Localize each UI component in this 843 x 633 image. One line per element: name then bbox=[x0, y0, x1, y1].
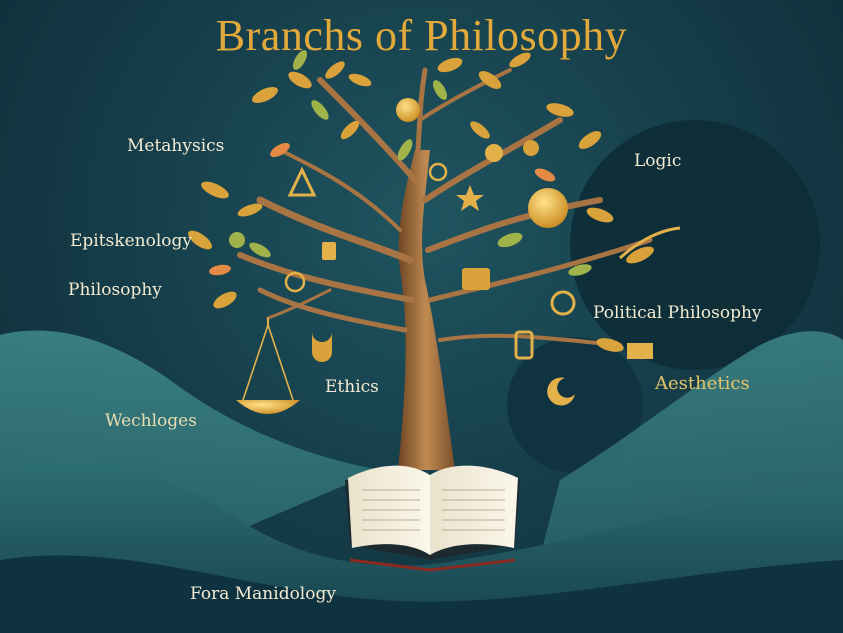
label-logic: Logic bbox=[634, 151, 682, 171]
ring-icon bbox=[428, 162, 448, 182]
compass-icon bbox=[284, 271, 306, 293]
label-philosophy: Philosophy bbox=[68, 280, 162, 300]
tree-trunk bbox=[398, 150, 455, 470]
bell-icon bbox=[312, 332, 332, 362]
pyramid-icon bbox=[287, 166, 317, 197]
crescent-moon-icon bbox=[547, 377, 575, 406]
open-book-icon bbox=[345, 465, 520, 572]
tree-ornaments bbox=[229, 98, 681, 406]
balance-scale-icon bbox=[236, 318, 300, 414]
lantern-icon bbox=[322, 242, 336, 260]
small-orb-icon bbox=[229, 232, 245, 248]
label-aesthetics: Aesthetics bbox=[655, 373, 750, 394]
label-ethics: Ethics bbox=[325, 377, 379, 397]
label-metaphysics: Metahysics bbox=[127, 136, 225, 156]
flower-icon bbox=[485, 144, 503, 162]
label-political-philosophy: Political Philosophy bbox=[593, 303, 762, 323]
dark-circle-lower bbox=[507, 337, 643, 473]
label-wechloges: Wechloges bbox=[105, 411, 197, 431]
wave-base bbox=[0, 555, 843, 633]
moon-orb-icon bbox=[528, 188, 568, 228]
dark-circle-right bbox=[570, 120, 820, 370]
chest-icon bbox=[462, 268, 490, 290]
hanging-lantern-icon bbox=[514, 330, 534, 360]
tree-leaves bbox=[188, 50, 654, 352]
globe-icon bbox=[550, 290, 576, 316]
feather-quill-icon bbox=[618, 226, 681, 260]
books-icon bbox=[627, 343, 653, 359]
label-epistemology: Epitskenology bbox=[70, 231, 192, 251]
sunflower-icon bbox=[523, 140, 539, 156]
page-title: Branchs of Philosophy bbox=[215, 11, 628, 60]
sun-orb-icon bbox=[396, 98, 420, 122]
star-icon bbox=[456, 185, 484, 211]
label-bottom: Fora Manidology bbox=[190, 584, 336, 604]
